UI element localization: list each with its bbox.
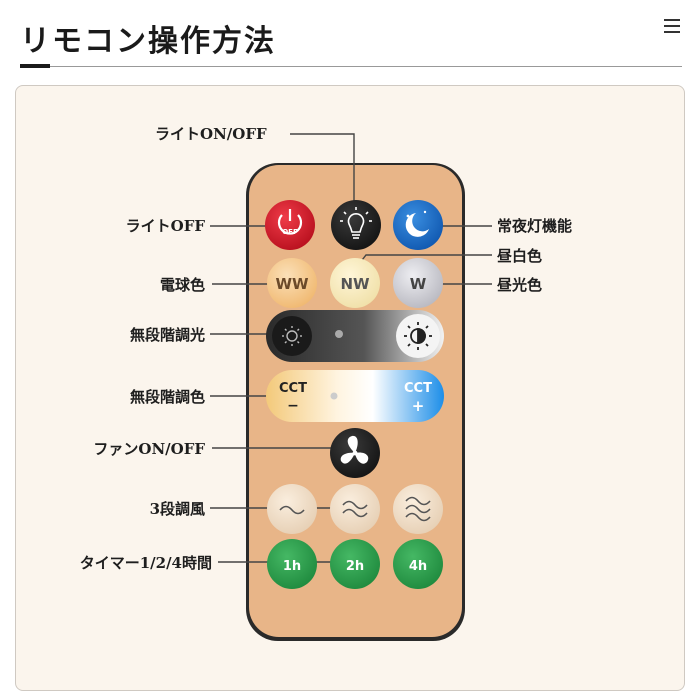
- light-onoff-button: [331, 200, 381, 250]
- timer-2h-text: 2h: [346, 559, 364, 574]
- label-dimming: 無段階調光: [130, 326, 205, 344]
- label-light-off: ライトOFF: [126, 217, 206, 235]
- label-warm: 電球色: [160, 276, 205, 294]
- title-accent-bar: [20, 64, 50, 68]
- cct-minus-sign: −: [287, 398, 299, 414]
- wave-3-icon: [405, 496, 431, 522]
- fan-speed-mid-button: [330, 484, 380, 534]
- off-button-text: OFF: [282, 228, 298, 236]
- label-fan-onoff: ファンON/OFF: [93, 440, 205, 458]
- dim-knob: [335, 330, 343, 338]
- dim-down-sun-icon: [282, 326, 302, 346]
- timer-4h-text: 4h: [409, 559, 427, 574]
- moon-icon: [405, 213, 429, 237]
- light-off-button: OFF: [265, 200, 315, 250]
- label-fan-speed: 3段調風: [150, 500, 205, 518]
- nightlight-button: [393, 200, 443, 250]
- label-light-onoff: ライトON/OFF: [155, 125, 267, 143]
- label-daylight-white: 昼白色: [497, 247, 542, 265]
- dimming-slider: [266, 310, 444, 362]
- fan-speed-low-button: [267, 484, 317, 534]
- label-nightlight: 常夜灯機能: [497, 217, 572, 235]
- cct-plus-sign: +: [412, 397, 425, 415]
- dim-up-sun-icon: [404, 322, 432, 350]
- label-color-adjust: 無段階調色: [130, 388, 205, 406]
- bulb-icon: [340, 207, 372, 239]
- w-button: W: [393, 258, 443, 308]
- hamburger-menu-icon[interactable]: [664, 18, 680, 34]
- w-button-text: W: [410, 275, 427, 293]
- title-divider: [20, 66, 682, 67]
- cct-knob: [330, 392, 338, 400]
- label-daylight: 昼光色: [497, 276, 542, 294]
- label-timer: タイマー1/2/4時間: [80, 554, 212, 572]
- wave-1-icon: [279, 505, 305, 515]
- cct-slider: CCT − CCT +: [266, 370, 444, 422]
- nw-button: NW: [330, 258, 380, 308]
- cct-plus-label: CCT: [404, 381, 432, 396]
- ww-button: WW: [267, 258, 317, 308]
- fan-button: [330, 428, 380, 478]
- timer-2h-button: 2h: [330, 539, 380, 589]
- timer-4h-button: 4h: [393, 539, 443, 589]
- cct-minus-label: CCT: [279, 381, 307, 396]
- fan-speed-high-button: [393, 484, 443, 534]
- power-icon: [277, 214, 303, 235]
- timer-1h-button: 1h: [267, 539, 317, 589]
- wave-2-icon: [342, 500, 368, 518]
- page-title: リモコン操作方法: [20, 24, 276, 59]
- leader-light-onoff: [290, 133, 355, 208]
- timer-1h-text: 1h: [283, 559, 301, 574]
- nw-button-text: NW: [340, 275, 370, 293]
- ww-button-text: WW: [275, 275, 309, 293]
- fan-icon: [340, 435, 369, 464]
